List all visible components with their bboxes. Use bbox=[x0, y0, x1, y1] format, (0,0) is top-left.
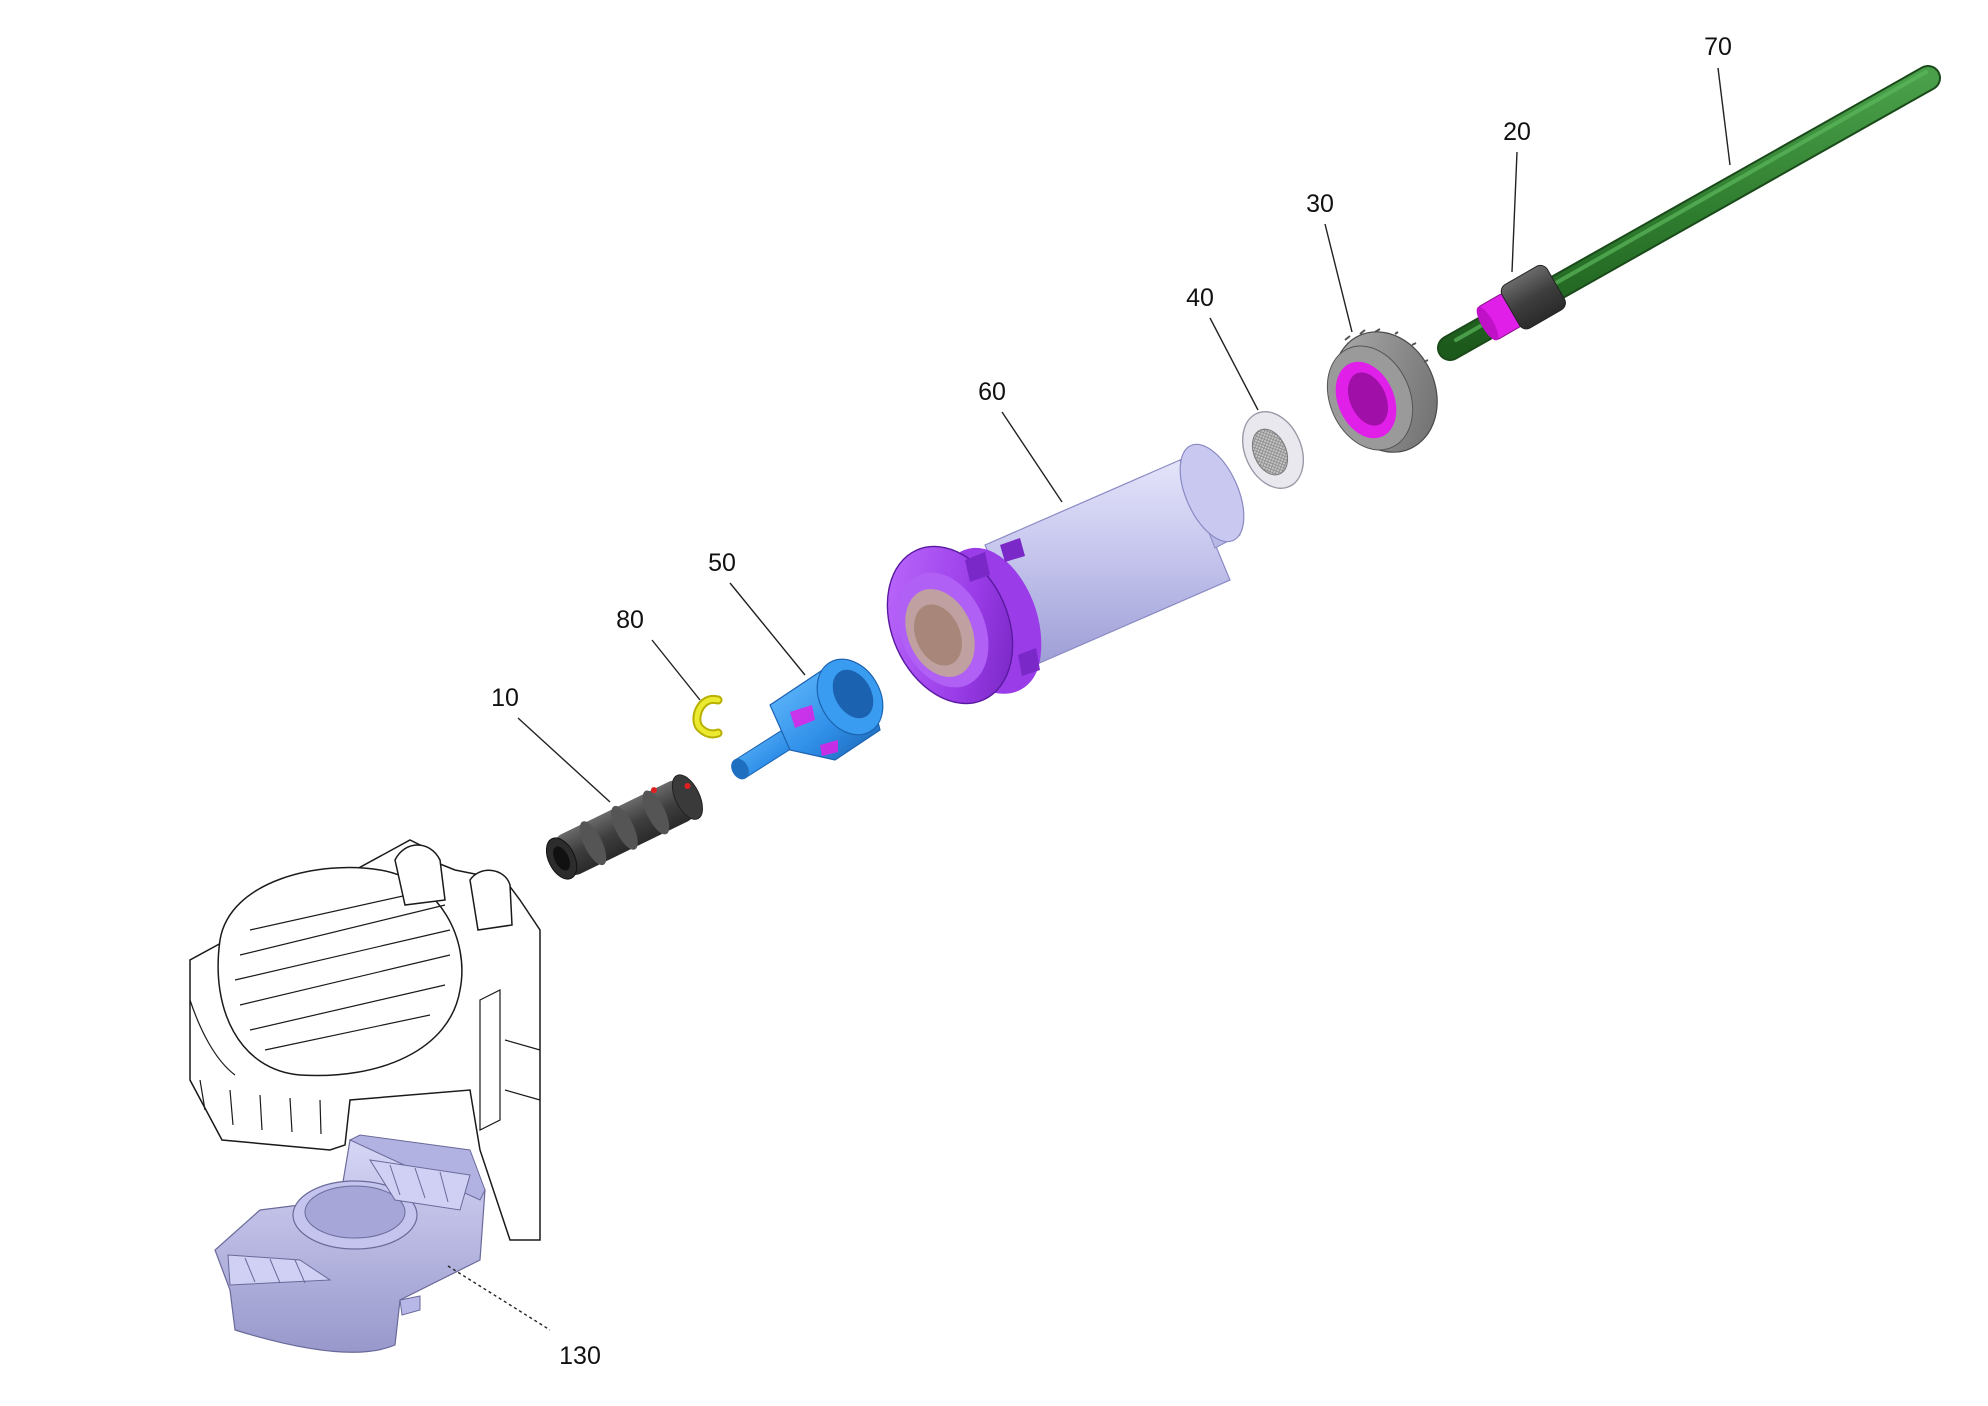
callout-60: 60 bbox=[978, 378, 1006, 406]
leader-130 bbox=[447, 1265, 551, 1331]
callout-70: 70 bbox=[1704, 33, 1732, 61]
leader-10 bbox=[517, 717, 611, 803]
part-40-mesh-washer bbox=[1241, 411, 1305, 489]
callout-130: 130 bbox=[559, 1342, 601, 1370]
part-30-knurled-nut bbox=[1326, 328, 1438, 453]
callout-20: 20 bbox=[1503, 118, 1531, 146]
base-housing-outline bbox=[189, 839, 541, 1241]
callout-80: 80 bbox=[616, 606, 644, 634]
callout-40: 40 bbox=[1186, 284, 1214, 312]
leader-50 bbox=[729, 582, 806, 676]
callout-10: 10 bbox=[491, 684, 519, 712]
part-130-bracket bbox=[214, 1134, 486, 1353]
part-20-hose-fitting bbox=[1476, 264, 1566, 341]
callout-50: 50 bbox=[708, 549, 736, 577]
callout-30: 30 bbox=[1306, 190, 1334, 218]
leader-70 bbox=[1717, 67, 1731, 166]
leader-lines bbox=[447, 67, 1731, 1331]
leader-60 bbox=[1001, 411, 1063, 503]
part-80-clip bbox=[692, 694, 723, 739]
leader-20 bbox=[1511, 151, 1518, 273]
part-50-nozzle bbox=[731, 658, 884, 780]
leader-80 bbox=[651, 639, 701, 701]
callouts: 70 20 30 40 60 50 80 10 130 bbox=[491, 33, 1732, 1370]
part-60-filter-body bbox=[886, 443, 1245, 705]
leader-40 bbox=[1209, 317, 1259, 411]
part-10-barbed-connector bbox=[545, 774, 703, 880]
leader-30 bbox=[1324, 223, 1353, 333]
